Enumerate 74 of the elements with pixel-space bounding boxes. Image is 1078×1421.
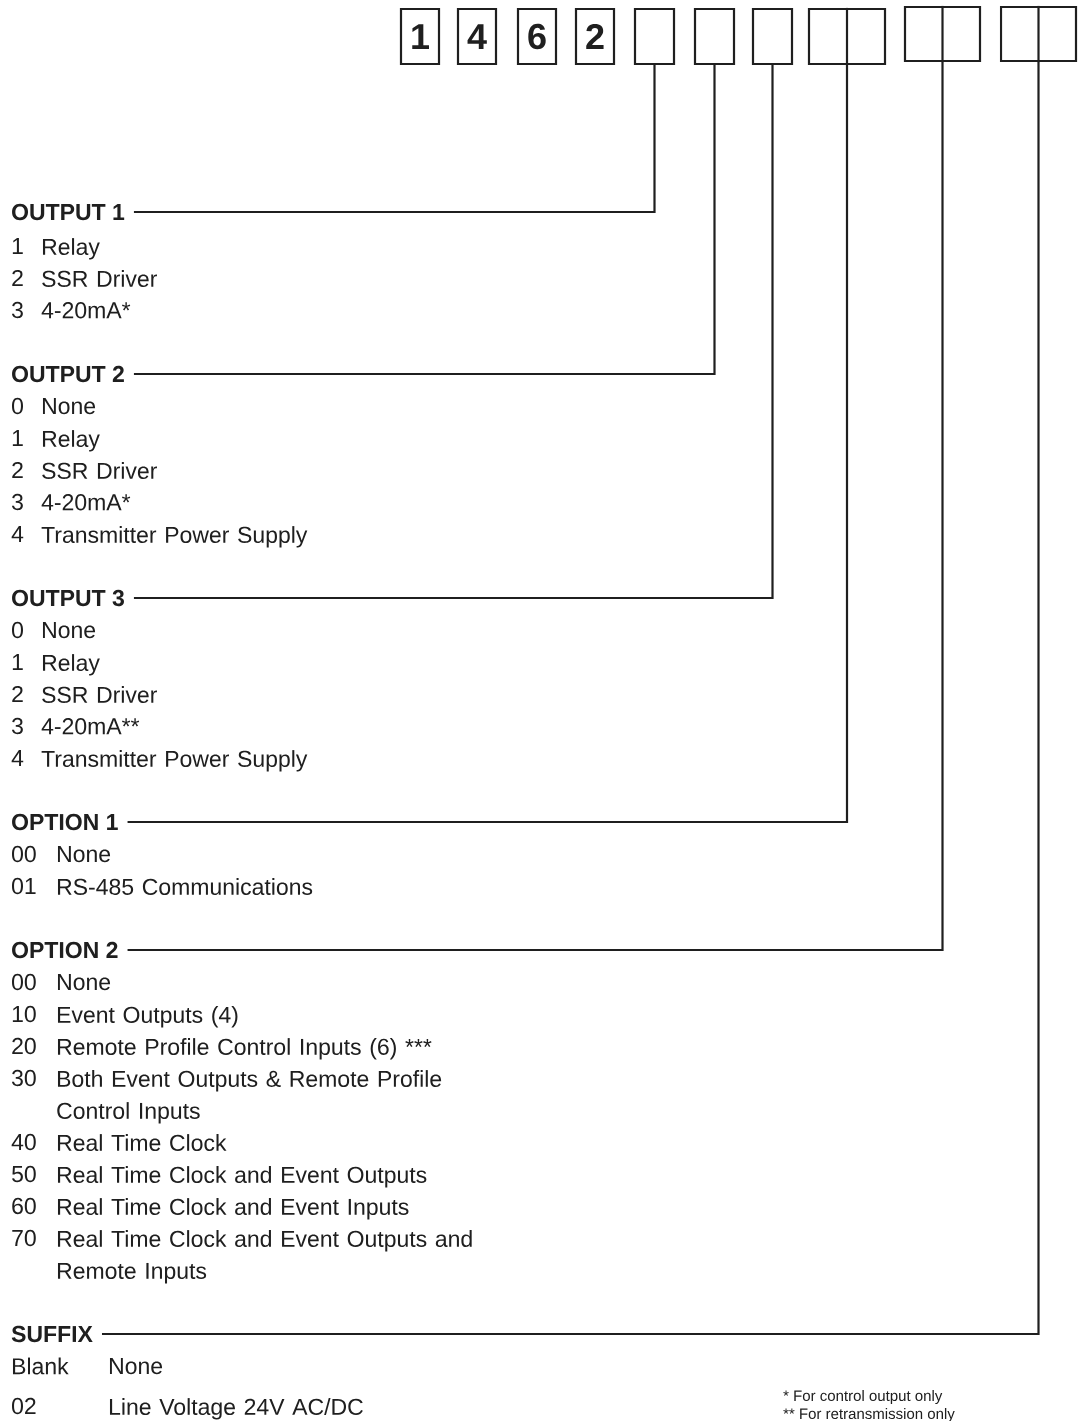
option-text: Relay bbox=[43, 430, 100, 452]
option-code: 1 bbox=[12, 238, 23, 254]
option-code: 00 bbox=[12, 845, 36, 863]
digit-box: 4 bbox=[456, 7, 498, 66]
option-text: Remote Profile Control Inputs (6) *** bbox=[58, 1038, 432, 1060]
option-text: 4-20mA* bbox=[41, 494, 131, 511]
option-code: 0 bbox=[12, 397, 23, 415]
option-code: 2 bbox=[12, 462, 23, 479]
double-digit-box bbox=[903, 5, 982, 63]
leader-line bbox=[133, 65, 716, 376]
option-text: Real Time Clock bbox=[58, 1134, 227, 1151]
option-text: None bbox=[58, 974, 111, 991]
option-code: 1 bbox=[12, 430, 23, 446]
option-text: None bbox=[43, 622, 96, 639]
leader-line bbox=[127, 65, 849, 824]
option-code: 0 bbox=[12, 621, 23, 639]
empty-digit-box bbox=[633, 7, 676, 66]
option-code: 3 bbox=[12, 493, 23, 511]
double-digit-box bbox=[999, 5, 1078, 63]
option-text: Relay bbox=[43, 654, 100, 676]
option-code: 01 bbox=[12, 877, 36, 895]
option-text: 4-20mA* bbox=[41, 302, 131, 319]
option-text: Real Time Clock and Event Outputs bbox=[58, 1166, 427, 1188]
section-heading: OPTION 2 bbox=[12, 941, 118, 959]
digit-box: 2 bbox=[574, 7, 616, 66]
option-code: 20 bbox=[12, 1037, 36, 1055]
double-digit-box bbox=[807, 7, 887, 66]
option-code: Blank bbox=[13, 1357, 69, 1375]
option-code: 3 bbox=[12, 301, 23, 319]
section-heading: OUTPUT 1 bbox=[12, 203, 125, 221]
option-code: 60 bbox=[12, 1197, 36, 1215]
empty-digit-box bbox=[751, 7, 794, 66]
option-code: 4 bbox=[11, 526, 24, 542]
option-code: 10 bbox=[12, 1005, 36, 1023]
option-code: 2 bbox=[12, 686, 23, 703]
option-code: 50 bbox=[12, 1165, 36, 1183]
option-code: 1 bbox=[12, 654, 23, 670]
option-code: 40 bbox=[11, 1133, 36, 1151]
section-heading: SUFFIX bbox=[11, 1325, 93, 1343]
option-text: None bbox=[110, 1358, 163, 1375]
option-text: Line Voltage 24V AC/DC bbox=[110, 1398, 363, 1420]
option-text: SSR Driver bbox=[42, 462, 157, 479]
option-code: 2 bbox=[12, 270, 23, 287]
option-text: Real Time Clock and Event Outputs and Remote Inputs bbox=[58, 1230, 472, 1284]
option-code: 4 bbox=[11, 750, 24, 766]
option-code: 3 bbox=[12, 717, 23, 735]
leader-line bbox=[127, 62, 944, 952]
option-text: SSR Driver bbox=[42, 686, 157, 703]
footnote: * For control output only bbox=[783, 1390, 943, 1404]
option-text: None bbox=[58, 846, 111, 863]
option-text: Transmitter Power Supply bbox=[41, 750, 308, 772]
section-heading: OUTPUT 2 bbox=[12, 365, 124, 383]
option-code: 30 bbox=[12, 1069, 36, 1087]
option-text: Event Outputs (4) bbox=[58, 1006, 238, 1028]
digit-box: 1 bbox=[399, 7, 441, 66]
leader-line bbox=[133, 65, 774, 600]
empty-digit-box bbox=[693, 7, 736, 66]
leader-line bbox=[133, 65, 656, 214]
section-heading: OUTPUT 3 bbox=[12, 589, 124, 607]
option-text: None bbox=[43, 398, 96, 415]
option-text: 4-20mA** bbox=[41, 718, 140, 735]
section-heading: OPTION 1 bbox=[12, 813, 118, 831]
leader-line bbox=[102, 62, 1040, 1336]
option-text: RS-485 Communications bbox=[58, 878, 313, 895]
option-code: 00 bbox=[12, 973, 36, 991]
option-code: 70 bbox=[12, 1229, 36, 1247]
option-code: 02 bbox=[12, 1397, 36, 1415]
option-text: Relay bbox=[43, 238, 100, 260]
footnote: ** For retransmission only bbox=[783, 1408, 955, 1421]
option-text: Both Event Outputs & Remote Profile Control Inputs bbox=[57, 1070, 442, 1124]
option-text: Real Time Clock and Event Inputs bbox=[58, 1198, 409, 1220]
digit-box: 6 bbox=[516, 7, 558, 66]
option-text: Transmitter Power Supply bbox=[41, 526, 308, 548]
option-text: SSR Driver bbox=[42, 270, 157, 287]
